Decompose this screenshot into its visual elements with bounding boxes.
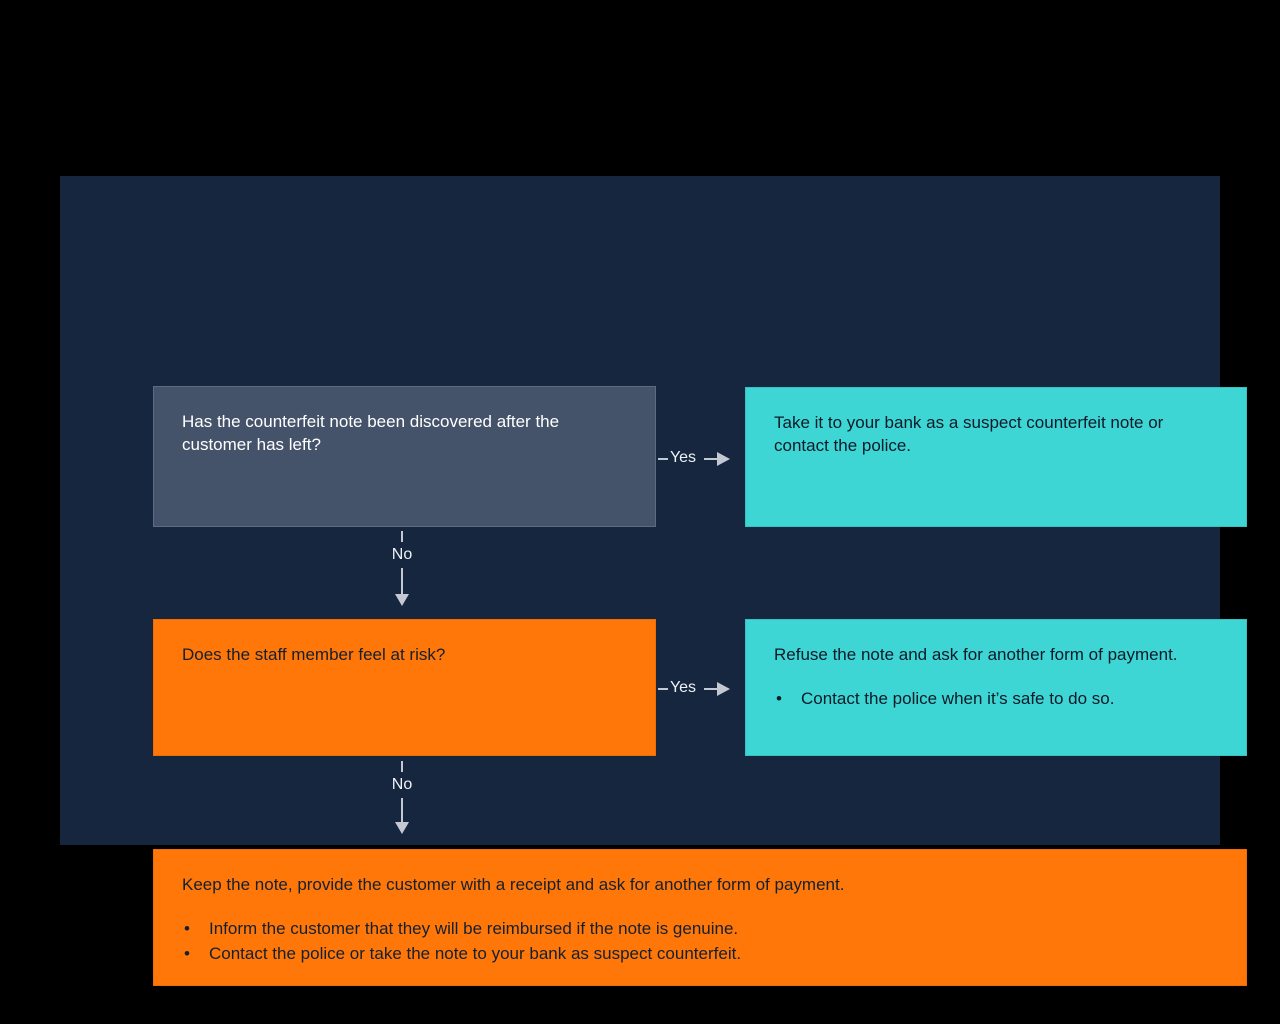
arrow-right-icon — [717, 682, 730, 696]
node-text: Does the staff member feel at risk? — [182, 645, 446, 664]
arrow-down-icon — [395, 822, 409, 834]
bullet-item: Contact the police or take the note to y… — [182, 943, 1218, 965]
node-bullet-list: Contact the police when it’s safe to do … — [774, 688, 1218, 710]
bullet-item: Inform the customer that they will be re… — [182, 918, 1218, 940]
bullet-item: Contact the police when it’s safe to do … — [774, 688, 1218, 710]
node-text: Refuse the note and ask for another form… — [774, 645, 1178, 664]
yes1-label: Yes — [669, 449, 697, 466]
no1-connector-tick — [401, 531, 403, 542]
node-action-take-to-bank: Take it to your bank as a suspect counte… — [745, 387, 1247, 527]
node-text: Keep the note, provide the customer with… — [182, 875, 845, 894]
node-bullet-list: Inform the customer that they will be re… — [182, 918, 1218, 965]
yes2-connector-line — [704, 688, 718, 690]
arrow-down-icon — [395, 594, 409, 606]
no2-connector-tick — [401, 761, 403, 772]
flowchart-panel: Has the counterfeit note been discovered… — [60, 176, 1247, 986]
node-question-discovered-after-left: Has the counterfeit note been discovered… — [153, 386, 656, 527]
no1-label: No — [391, 546, 413, 563]
node-question-staff-at-risk: Does the staff member feel at risk? — [153, 619, 656, 756]
node-action-keep-note: Keep the note, provide the customer with… — [153, 849, 1247, 986]
no2-connector-line — [401, 798, 403, 823]
yes2-label: Yes — [669, 679, 697, 696]
yes1-connector-line — [704, 458, 718, 460]
no2-label: No — [391, 776, 413, 793]
node-action-refuse-note: Refuse the note and ask for another form… — [745, 619, 1247, 756]
no1-connector-line — [401, 568, 403, 595]
node-text: Take it to your bank as a suspect counte… — [774, 413, 1164, 455]
arrow-right-icon — [717, 452, 730, 466]
yes1-connector-dash — [658, 458, 668, 460]
node-text: Has the counterfeit note been discovered… — [182, 412, 560, 454]
yes2-connector-dash — [658, 688, 668, 690]
